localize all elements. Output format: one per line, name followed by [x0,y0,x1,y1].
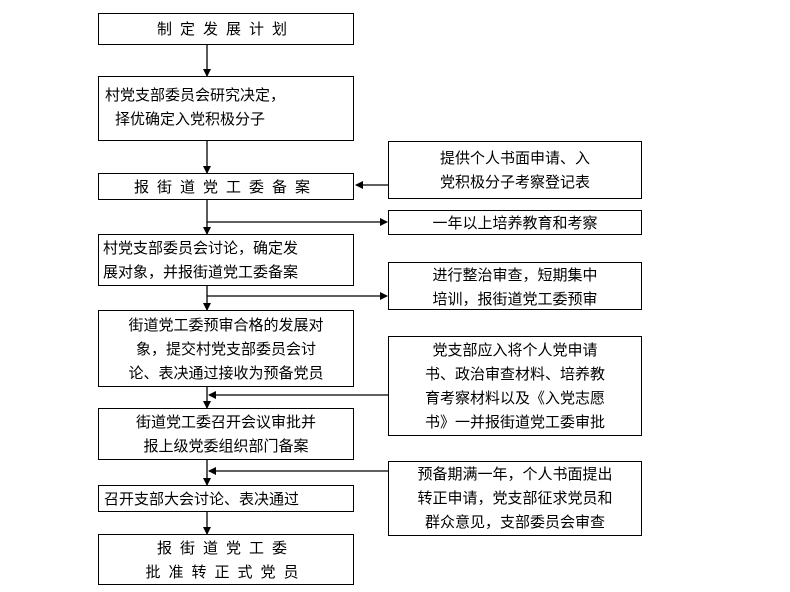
step-branch-vote: 召开支部大会讨论、表决通过 [98,485,354,512]
step-accept-probationary: 街道党工委预审合格的发展对 象，提交村党支部委员会讨 论、表决通过接收为预备党员 [98,310,354,387]
step-determine-candidates-line2: 展对象，并报街道党工委备案 [103,263,299,281]
note-probation-review: 预备期满一年，个人书面提出 转正申请，党支部征求党员和 群众意见，支部委员会审查 [388,461,642,536]
step-make-plan: 制定发展计划 [98,13,354,45]
step-determine-candidates: 村党支部委员会讨论，确定发 展对象，并报街道党工委备案 [98,234,354,286]
note-review-training: 进行整治审查，短期集中 培训，报街道党工委预审 [388,262,642,310]
note-application-materials-line1: 提供个人书面申请、入 [439,149,590,167]
step-select-activists: 村党支部委员会研究决定， 择优确定入党积极分子 [98,76,354,141]
note-training-period-text: 一年以上培养教育和考察 [432,214,598,232]
note-submit-materials: 党支部应入将个人党申请 书、政治审查材料、培养教 育考察材料以及《入党志愿 书》… [388,336,642,436]
note-probation-review-line1: 预备期满一年，个人书面提出 [417,465,613,483]
step-select-activists-line1: 村党支部委员会研究决定， [105,86,286,104]
note-submit-materials-line3: 育考察材料以及《入党志愿 [424,389,605,407]
note-submit-materials-line1: 党支部应入将个人党申请 [432,341,598,359]
note-probation-review-line3: 群众意见，支部委员会审查 [424,513,605,531]
step-accept-probationary-line1: 街道党工委预审合格的发展对 [128,316,324,334]
note-review-training-line1: 进行整治审查，短期集中 [432,266,598,284]
step-accept-probationary-line2: 象，提交村党支部委员会讨 [135,340,316,358]
step-final-approval-line1: 报街道党工委 [156,539,295,557]
step-approval-meeting-line1: 街道党工委召开会议审批并 [135,413,316,431]
step-approval-meeting: 街道党工委召开会议审批并 报上级党委组织部门备案 [98,408,354,460]
note-training-period: 一年以上培养教育和考察 [388,210,642,235]
note-application-materials: 提供个人书面申请、入 党积极分子考察登记表 [388,141,642,199]
step-select-activists-line2: 择优确定入党积极分子 [115,110,266,128]
step-final-approval-line2: 批准转正式党员 [145,563,307,581]
step-approval-meeting-line2: 报上级党委组织部门备案 [143,437,309,455]
step-accept-probationary-line3: 论、表决通过接收为预备党员 [128,364,324,382]
step-final-approval: 报街道党工委 批准转正式党员 [98,534,354,585]
note-submit-materials-line2: 书、政治审查材料、培养教 [424,365,605,383]
note-application-materials-line2: 党积极分子考察登记表 [439,173,590,191]
note-review-training-line2: 培训，报街道党工委预审 [432,290,598,308]
step-report-filing: 报街道党工委备案 [98,173,354,200]
step-determine-candidates-line1: 村党支部委员会讨论，确定发 [103,239,299,257]
step-make-plan-text: 制定发展计划 [156,20,295,38]
step-report-filing-text: 报街道党工委备案 [133,178,318,196]
note-probation-review-line2: 转正申请，党支部征求党员和 [417,489,613,507]
step-branch-vote-text: 召开支部大会讨论、表决通过 [104,490,300,508]
note-submit-materials-line4: 书》一并报街道党工委审批 [424,413,605,431]
